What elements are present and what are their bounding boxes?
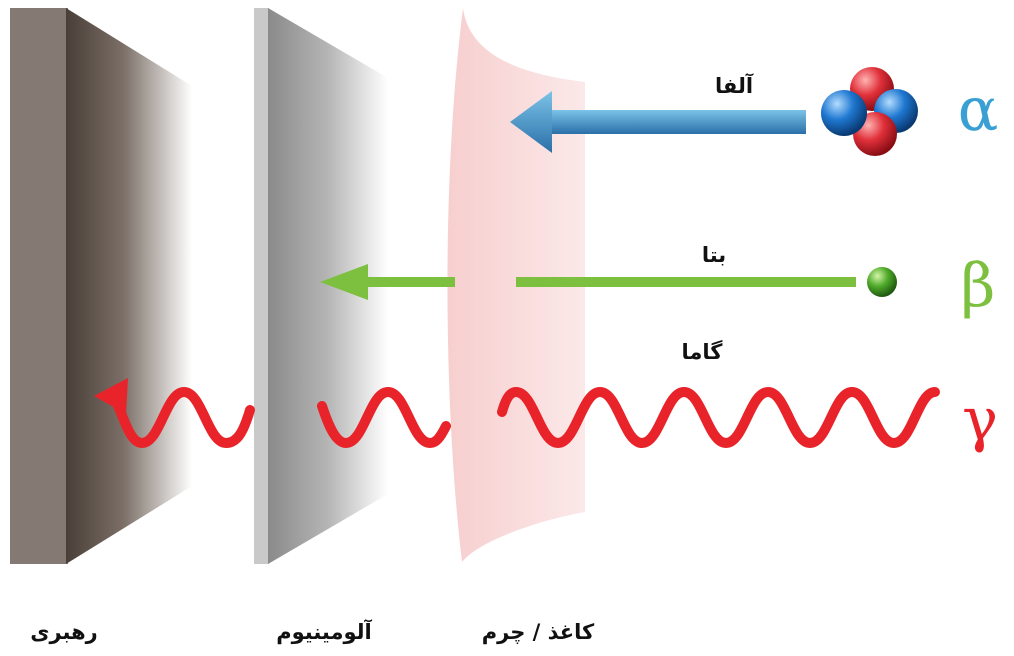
beta-particle-icon [867,267,897,297]
gamma-arrow-head [94,378,128,414]
gamma-wave [113,386,940,449]
beta-arrow [320,264,856,300]
alpha-particle-icon [821,67,918,156]
lead-barrier [10,8,192,564]
paper-barrier-label: کاغذ / چرم [481,620,595,644]
gamma-symbol: γ [962,385,998,455]
alpha-label: آلفا [714,74,754,98]
beta-symbol: β [960,251,996,321]
beta-label: بتا [701,243,727,267]
alpha-symbol: α [957,75,999,145]
lead-barrier-label: رهبری [30,620,98,644]
alpha-arrow [510,91,806,153]
aluminum-barrier-label: آلومینیوم [276,620,372,644]
gamma-label: گاما [681,340,723,364]
